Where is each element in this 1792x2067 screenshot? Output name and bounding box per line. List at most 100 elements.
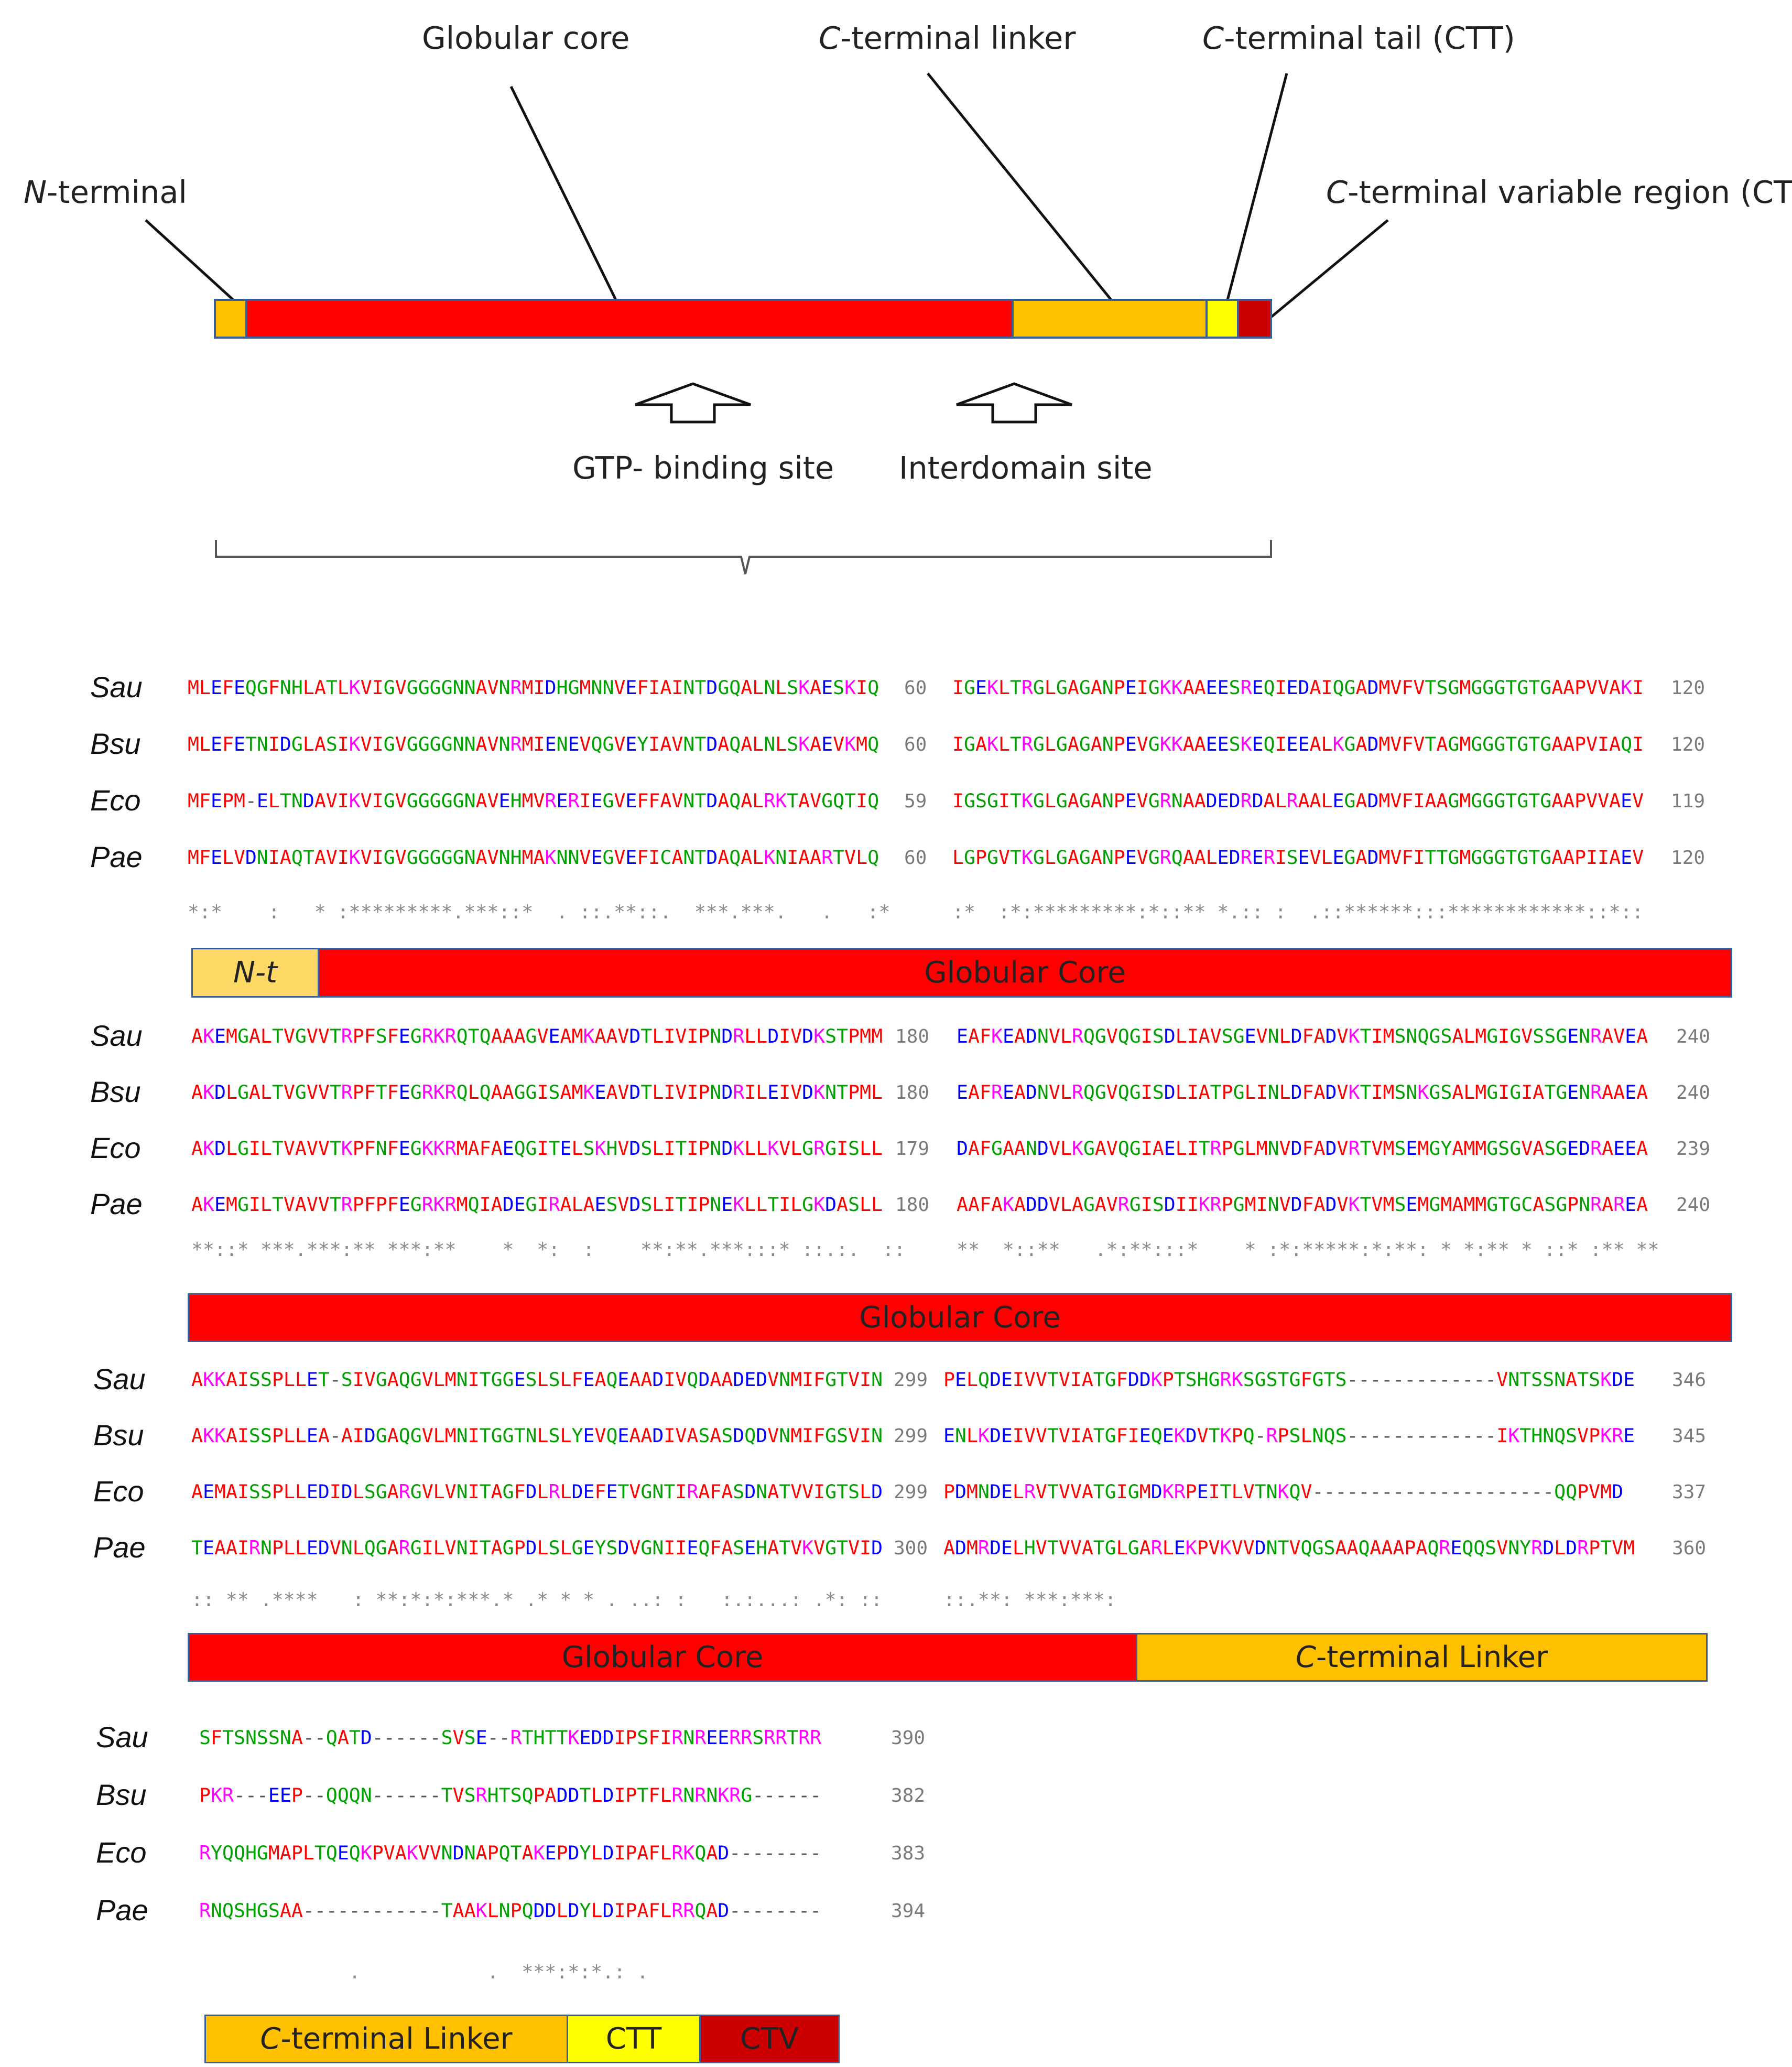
species-label: Pae xyxy=(93,1531,146,1564)
leader-line-ctt xyxy=(1226,73,1288,300)
segment-c-terminal-linker xyxy=(1012,299,1208,339)
sequence-segment: MLEFEQGFNHLATLKVIGVGGGGNNAVNRMIDHGMNNVEF… xyxy=(188,676,879,699)
label-interdomain-site: Interdomain site xyxy=(899,450,1153,486)
bar-segment-globular-core: Globular Core xyxy=(189,1635,1136,1680)
sequence-segment: IGEKLTRGLGAGANPEIGKKAAEESREQIEDAIQGADMVF… xyxy=(952,676,1644,699)
position-number: 345 xyxy=(1672,1425,1707,1447)
sequence-segment: SFTSNSSNA--QATD------SVSE--RTHTTKEDDIPSF… xyxy=(199,1726,822,1749)
position-number: 240 xyxy=(1676,1194,1711,1216)
sequence-segment: AKKAISSPLLEA-AIDGAQGVLMNITGGTNLSLYEVQEAA… xyxy=(191,1424,883,1447)
label-ctt: C-terminal tail (CTT) xyxy=(1202,20,1515,56)
species-label: Pae xyxy=(90,840,143,873)
leader-line-globular-core xyxy=(509,85,617,301)
species-label: Eco xyxy=(96,1836,147,1869)
species-label: Bsu xyxy=(96,1778,147,1811)
label-gtp-binding-site: GTP- binding site xyxy=(572,450,834,486)
sequence-segment: RNQSHGSAA------------TAAKLNPQDDLDYLDIPAF… xyxy=(199,1899,822,1922)
gtp-site-arrow-icon xyxy=(635,382,751,424)
position-number: 299 xyxy=(894,1369,928,1391)
sequence-segment: TEAAIRNPLLEDVNLQGARGILVNITAGPDLSLGEYSDVG… xyxy=(191,1536,883,1559)
position-number: 394 xyxy=(891,1900,926,1922)
leader-line-c-terminal-linker xyxy=(927,72,1112,301)
species-label: Sau xyxy=(96,1720,148,1754)
species-label: Bsu xyxy=(93,1419,144,1452)
label-ctv: C-terminal variable region (CTV) xyxy=(1326,174,1792,210)
interdomain-site-arrow-icon xyxy=(956,382,1072,424)
bar-segment-ctv: CTV xyxy=(699,2016,838,2062)
species-label: Sau xyxy=(90,670,143,704)
position-number: 120 xyxy=(1671,847,1706,869)
label-globular-core: Globular core xyxy=(422,20,630,56)
bar-segment-c-terminal-linker: C-terminal Linker xyxy=(1136,1635,1706,1680)
position-number: 382 xyxy=(891,1785,926,1806)
domain-bar-block-4: C-terminal Linker CTT CTV xyxy=(204,2015,840,2063)
position-number: 119 xyxy=(1671,791,1706,812)
position-number: 240 xyxy=(1676,1026,1711,1047)
conservation-line: *:* : * :*********.***::* . ::.**::. ***… xyxy=(188,901,890,923)
segment-globular-core xyxy=(245,299,1014,339)
sequence-segment: PELQDEIVVTVIATGFDDKPTSHGRKSGSTGFGTS-----… xyxy=(943,1368,1635,1391)
sequence-segment: IGAKLTRGLGAGANPEVGKKAAEESKEQIEEALKGADMVF… xyxy=(952,733,1644,755)
position-number: 120 xyxy=(1671,677,1706,699)
position-number: 59 xyxy=(904,791,927,812)
position-number: 383 xyxy=(891,1843,926,1864)
brace-icon xyxy=(215,540,1272,575)
position-number: 300 xyxy=(894,1538,928,1559)
position-number: 346 xyxy=(1672,1369,1707,1391)
bar-segment-ctt: CTT xyxy=(567,2016,699,2062)
segment-ctt xyxy=(1205,299,1239,339)
label-c-terminal-linker: C-terminal linker xyxy=(819,20,1076,56)
sequence-segment: PKR---EEP--QQQN------TVSRHTSQPADDTLDIPTF… xyxy=(199,1784,822,1806)
sequence-segment: AEMAISSPLLEDIDLSGARGVLVNITAGFDLRLDEFETVG… xyxy=(191,1480,883,1503)
segment-ctv xyxy=(1237,299,1272,339)
bar-segment-c-terminal-linker: C-terminal Linker xyxy=(206,2016,567,2062)
sequence-segment: AKEMGILTVAVVTRPFPFEGRKRMQIADEGIRALAESVDS… xyxy=(191,1193,883,1216)
position-number: 390 xyxy=(891,1727,926,1749)
bar-segment-n-t: N-t xyxy=(193,949,318,996)
position-number: 60 xyxy=(904,677,927,699)
conservation-line: **::* ***.***:** ***:** * *: : **:**.***… xyxy=(191,1238,906,1261)
sequence-segment: LGPGVTKGLGAGANPEVGRQAALEDRERISEVLEGADMVF… xyxy=(952,846,1644,869)
domain-schematic xyxy=(145,72,1389,575)
position-number: 180 xyxy=(895,1082,930,1103)
position-number: 240 xyxy=(1676,1082,1711,1103)
sequence-segment: AKKAISSPLLET-SIVGAQGVLMNITGGESLSLFEAQEAA… xyxy=(191,1368,883,1391)
sequence-segment: AKDLGALTVGVVTRPFTFEGRKRQLQAAGGISAMKEAVDT… xyxy=(191,1081,883,1103)
conservation-line: :* :*:*********:*::** *.:: : .::******::… xyxy=(952,901,1644,923)
sequence-segment: IGSGITKGLGAGANPEVGRNAADEDRDALRAALEGADMVF… xyxy=(952,789,1644,812)
leader-line-ctv xyxy=(1270,219,1389,318)
domain-bar-block-2: Globular Core xyxy=(188,1293,1732,1342)
species-label: Bsu xyxy=(90,1075,141,1108)
position-number: 60 xyxy=(904,734,927,755)
sequence-segment: AKEMGALTVGVVTRPFSFEGRKRQTQAAAGVEAMKAAVDT… xyxy=(191,1025,883,1047)
position-number: 239 xyxy=(1676,1138,1711,1160)
species-label: Eco xyxy=(90,1131,141,1164)
domain-bar-block-1: N-t Globular Core xyxy=(191,948,1732,998)
species-label: Bsu xyxy=(90,727,141,760)
species-label: Eco xyxy=(93,1475,144,1508)
sequence-segment: ENLKDEIVVTVIATGFIEQEKDVTKPQ-RPSLNQS-----… xyxy=(943,1424,1635,1447)
sequence-segment: AAFAKADDVLAGAVRGISDIIKRPGMINVDFADVKTVMSE… xyxy=(957,1193,1648,1216)
species-label: Eco xyxy=(90,784,141,817)
sequence-segment: EAFREADNVLRQGVQGISDLIATPGLINLDFADVKTIMSN… xyxy=(957,1081,1648,1103)
bar-segment-globular-core: Globular Core xyxy=(189,1295,1731,1340)
species-label: Pae xyxy=(90,1187,143,1220)
conservation-line: . . ***:*:*.: . xyxy=(199,1961,649,1983)
species-label: Sau xyxy=(93,1362,146,1395)
sequence-segment: PDMNDELRVTVVATGIGMDKRPEITLVTNKQV--------… xyxy=(943,1480,1624,1503)
species-label: Sau xyxy=(90,1019,143,1052)
segment-n-terminal xyxy=(214,299,247,339)
species-label: Pae xyxy=(96,1893,148,1927)
sequence-segment: MFEPM-ELTNDAVIKVIGVGGGGGNAVEHMVRERIEGVEF… xyxy=(188,789,879,812)
conservation-line: ::.**: ***:***: xyxy=(943,1588,1116,1611)
label-n-terminal: N-terminal xyxy=(24,174,187,210)
position-number: 299 xyxy=(894,1481,928,1503)
position-number: 180 xyxy=(895,1194,930,1216)
sequence-segment: MFELVDNIAQTAVIKVIGVGGGGGNAVNHMAKNNVEGVEF… xyxy=(188,846,879,869)
position-number: 60 xyxy=(904,847,927,869)
position-number: 180 xyxy=(895,1026,930,1047)
conservation-line: ** *::** .*:**:::* * :*:*****:*:**: * *:… xyxy=(957,1238,1659,1261)
domain-bar xyxy=(214,299,1272,339)
leader-line-n-terminal xyxy=(145,219,234,301)
position-number: 299 xyxy=(894,1425,928,1447)
